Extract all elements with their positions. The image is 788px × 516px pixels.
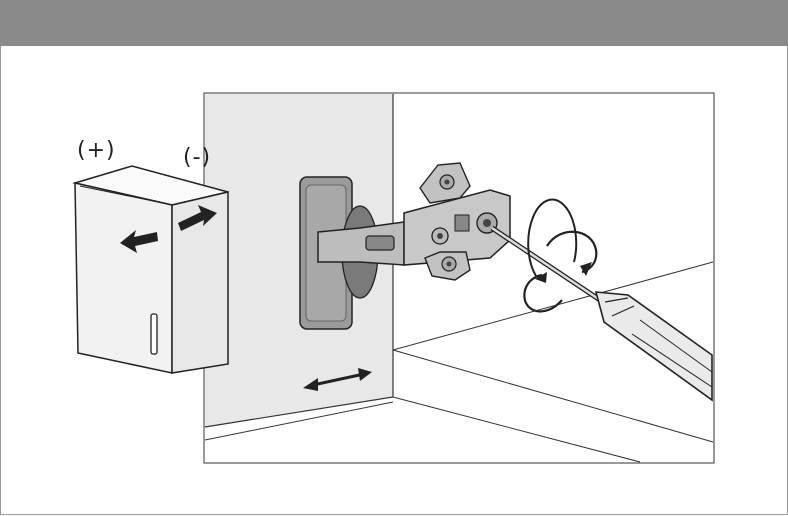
floor-edge xyxy=(204,401,394,441)
arrow-left-icon xyxy=(120,230,158,253)
label-minus: (-) xyxy=(183,145,212,170)
hinge-arm xyxy=(317,189,511,266)
rotate-icon xyxy=(523,198,598,313)
double-arrow-icon xyxy=(303,368,372,391)
cabinet-floor-front xyxy=(392,349,714,443)
cabinet-handle xyxy=(150,313,158,355)
label-plus: (+) xyxy=(77,138,116,163)
screwdriver-icon xyxy=(490,225,713,402)
cabinet-icon xyxy=(72,165,229,374)
cabinet-floor-back xyxy=(392,261,714,351)
arrow-right-icon xyxy=(178,205,217,231)
header-bar xyxy=(0,0,788,46)
hinge-mounting-base xyxy=(419,162,471,281)
